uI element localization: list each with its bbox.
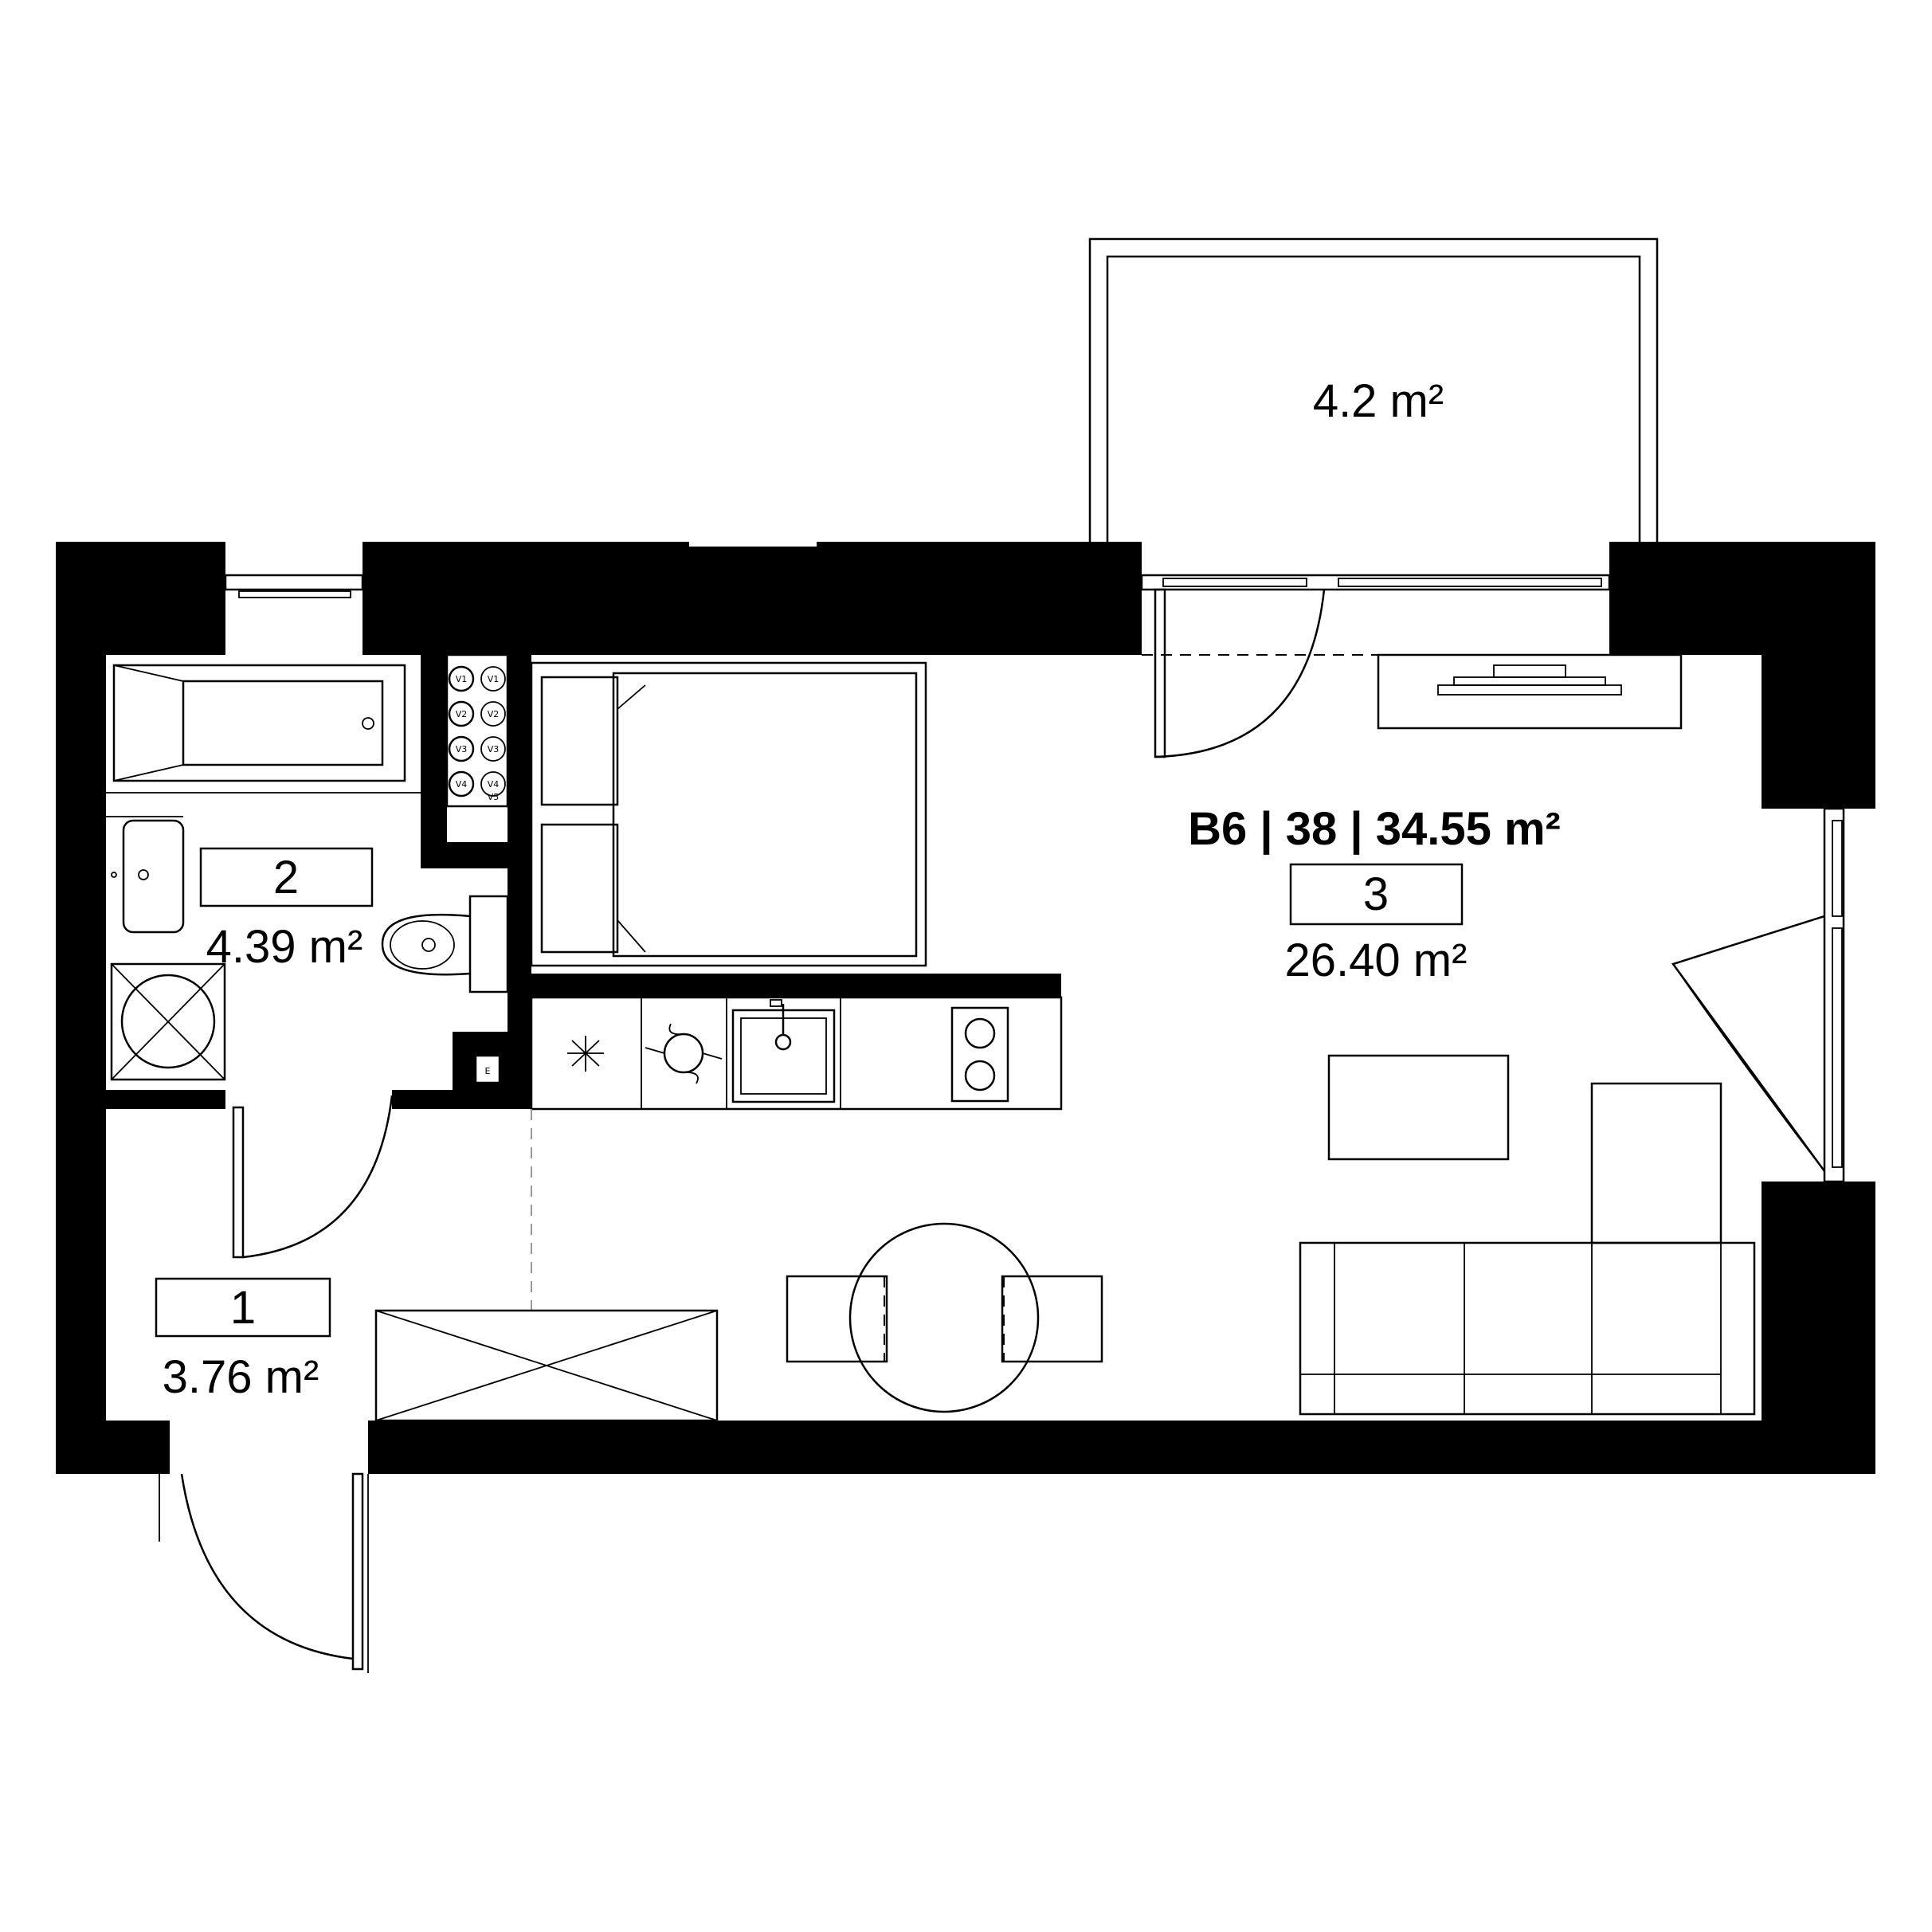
bed (530, 661, 927, 967)
vent-circle (448, 735, 475, 762)
labels: 2 4.39 m² 1 3.76 m² B6 | 38 | 34.55 m² 3… (155, 375, 1561, 1403)
room-1-number-box (155, 1277, 331, 1338)
vent-label: V1 (488, 674, 500, 684)
vent-label: V4 (456, 779, 468, 790)
room-2-area: 4.39 m² (206, 921, 363, 973)
room-3-number-box (1289, 863, 1464, 926)
vent-label: V2 (456, 709, 468, 719)
vent-circle (448, 665, 475, 692)
vent-label: V2 (488, 709, 500, 719)
dishwasher-icon (645, 1023, 723, 1084)
vent-label: V5 (488, 792, 500, 802)
hob-icon (950, 1006, 1009, 1103)
bathroom-fixtures (106, 664, 509, 1084)
vent-circle (448, 700, 475, 727)
vent-label: V3 (488, 744, 500, 754)
room-2-number-box (199, 847, 374, 907)
walls (56, 542, 1875, 1474)
living-furniture (374, 653, 1756, 1422)
room-3-area: 26.40 m² (1285, 935, 1468, 986)
meter-label: E (485, 1066, 491, 1076)
kitchen-counter (530, 996, 1063, 1311)
unit-title: B6 | 38 | 34.55 m² (1188, 803, 1561, 855)
windows (224, 574, 1845, 1183)
vent-circle (480, 771, 506, 797)
kitchen-sink (731, 999, 836, 1103)
vent-circle (480, 701, 506, 727)
room-2-number: 2 (273, 852, 299, 903)
fridge-icon (567, 1036, 604, 1072)
vent-circle (448, 770, 475, 797)
vent-circle (480, 736, 506, 762)
room-1-area: 3.76 m² (163, 1351, 319, 1403)
vent-label: V4 (488, 779, 500, 790)
doors (159, 588, 1826, 1673)
vent-circle (480, 666, 506, 692)
vent-label: V3 (456, 744, 468, 754)
balcony (1088, 237, 1659, 542)
balcony-area: 4.2 m² (1313, 375, 1444, 427)
vent-label: V1 (456, 674, 468, 684)
room-3-number: 3 (1363, 868, 1389, 920)
room-1-number: 1 (230, 1282, 256, 1334)
